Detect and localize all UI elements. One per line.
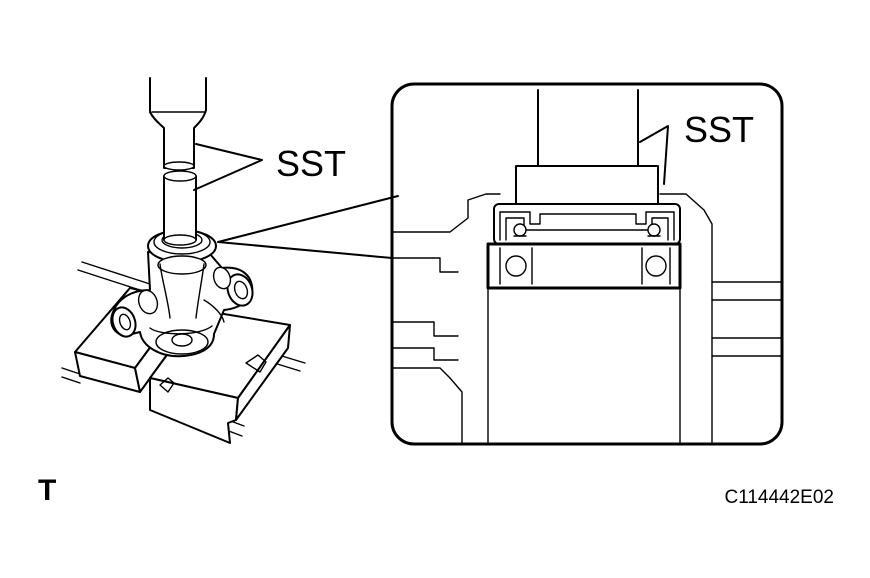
sst-right-leaders	[639, 125, 669, 185]
corner-letter: T	[38, 474, 56, 507]
overall-view: SST	[61, 77, 399, 444]
sst-label-left: SST	[276, 143, 346, 184]
zoom-pointer	[217, 195, 399, 259]
sst-tool-upper	[149, 77, 207, 171]
detail-inset: SST	[390, 82, 784, 446]
seal-bearing-assembly	[486, 203, 682, 290]
figure-code: C114442E02	[724, 487, 834, 508]
sst-tool-lower	[163, 170, 197, 246]
housing-section	[392, 193, 782, 444]
sst-label-right: SST	[684, 109, 754, 150]
sst-left-leaders	[193, 143, 263, 191]
inset-frame	[390, 82, 784, 446]
sst-driver-block	[515, 165, 659, 209]
valve-housing	[110, 229, 254, 358]
